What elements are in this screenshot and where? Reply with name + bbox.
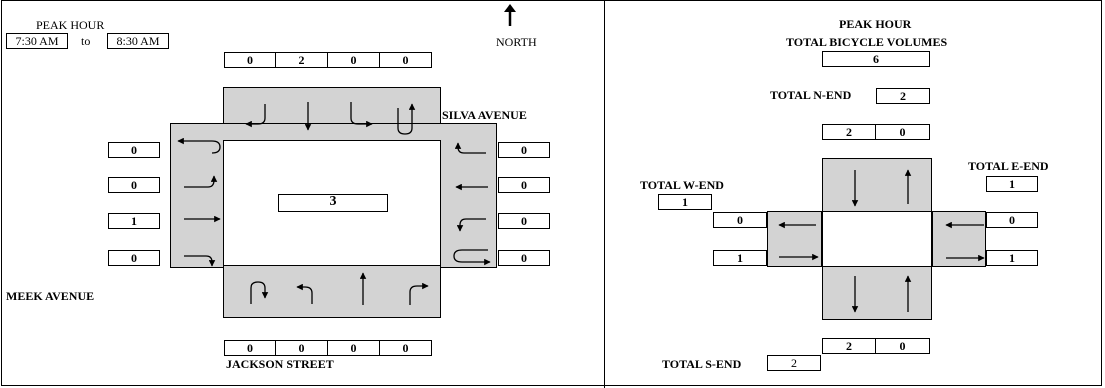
count-cell: 0	[276, 340, 328, 356]
north-arrow-icon	[504, 4, 516, 26]
right-intersection-center	[822, 211, 932, 267]
e-end-value: 1	[986, 176, 1038, 192]
east-count: 0	[498, 213, 550, 229]
right-west-count: 1	[713, 250, 767, 266]
east-count: 0	[498, 250, 550, 266]
east-count: 0	[498, 142, 550, 158]
north-approach-counts: 0 2 0 0	[224, 52, 432, 68]
east-count: 0	[498, 177, 550, 193]
w-end-value: 1	[658, 194, 712, 210]
right-south-counts: 2 0	[822, 338, 930, 354]
south-street-name: JACKSON STREET	[226, 357, 334, 371]
count-cell: 2	[822, 338, 876, 354]
right-north-leg	[822, 158, 932, 212]
start-time: 7:30 AM	[6, 33, 68, 49]
s-end-label: TOTAL S-END	[662, 357, 742, 371]
west-count: 1	[108, 213, 160, 229]
n-end-value: 2	[876, 88, 930, 104]
count-cell: 2	[276, 52, 328, 68]
west-count: 0	[108, 177, 160, 193]
right-east-count: 1	[986, 250, 1038, 266]
count-cell: 0	[328, 52, 380, 68]
count-cell: 0	[224, 52, 276, 68]
right-west-count: 0	[713, 212, 767, 228]
count-cell: 0	[328, 340, 380, 356]
peak-hour-label: PEAK HOUR	[36, 18, 105, 32]
count-cell: 0	[224, 340, 276, 356]
s-end-value: 2	[767, 355, 821, 371]
center-total: 3	[278, 194, 388, 212]
right-title-line2: TOTAL BICYCLE VOLUMES	[786, 35, 948, 49]
count-cell: 0	[380, 340, 432, 356]
right-title-line1: PEAK HOUR	[839, 17, 912, 31]
south-approach-counts: 0 0 0 0	[224, 340, 432, 356]
west-count: 0	[108, 250, 160, 266]
right-north-counts: 2 0	[822, 124, 930, 140]
grand-total: 6	[822, 51, 930, 67]
right-east-count: 0	[986, 212, 1038, 228]
west-count: 0	[108, 142, 160, 158]
w-end-label: TOTAL W-END	[640, 178, 724, 192]
count-cell: 0	[380, 52, 432, 68]
count-cell: 2	[822, 124, 876, 140]
count-cell: 0	[876, 124, 930, 140]
north-street-name: SILVA AVENUE	[442, 108, 527, 122]
west-street-name: MEEK AVENUE	[6, 289, 95, 303]
right-south-leg	[822, 266, 932, 320]
to-label: to	[81, 34, 91, 48]
panel-divider	[604, 0, 605, 388]
e-end-label: TOTAL E-END	[968, 159, 1049, 173]
n-end-label: TOTAL N-END	[770, 88, 852, 102]
end-time: 8:30 AM	[107, 33, 169, 49]
north-label: NORTH	[496, 35, 537, 49]
count-cell: 0	[876, 338, 930, 354]
